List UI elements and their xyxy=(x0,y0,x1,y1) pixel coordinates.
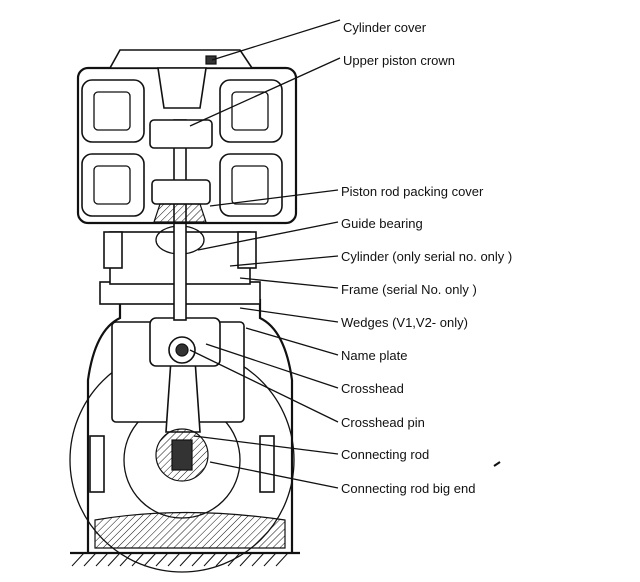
crankcase xyxy=(69,298,295,573)
foundation xyxy=(70,551,300,567)
label-guide-bearing: Guide bearing xyxy=(341,216,423,231)
label-frame: Frame (serial No. only ) xyxy=(341,282,477,297)
label-connecting-rod-big-end: Connecting rod big end xyxy=(341,481,476,496)
label-connecting-rod: Connecting rod xyxy=(341,447,430,462)
label-cylinder: Cylinder (only serial no. only ) xyxy=(341,249,513,264)
label-crosshead: Crosshead xyxy=(341,381,404,396)
label-name-plate: Name plate xyxy=(341,348,408,363)
crosshead xyxy=(149,317,221,367)
label-wedges: Wedges (V1,V2- only) xyxy=(341,315,468,330)
label-cylinder-cover: Cylinder cover xyxy=(343,20,427,35)
label-upper-piston-crown: Upper piston crown xyxy=(343,53,455,68)
label-crosshead-pin: Crosshead pin xyxy=(341,415,425,430)
label-piston-rod-packing-cover: Piston rod packing cover xyxy=(341,184,484,199)
leader-lines xyxy=(189,19,341,489)
cylinder-cover xyxy=(108,49,254,109)
cylinder-block xyxy=(76,66,298,225)
stray-mark xyxy=(493,461,501,467)
